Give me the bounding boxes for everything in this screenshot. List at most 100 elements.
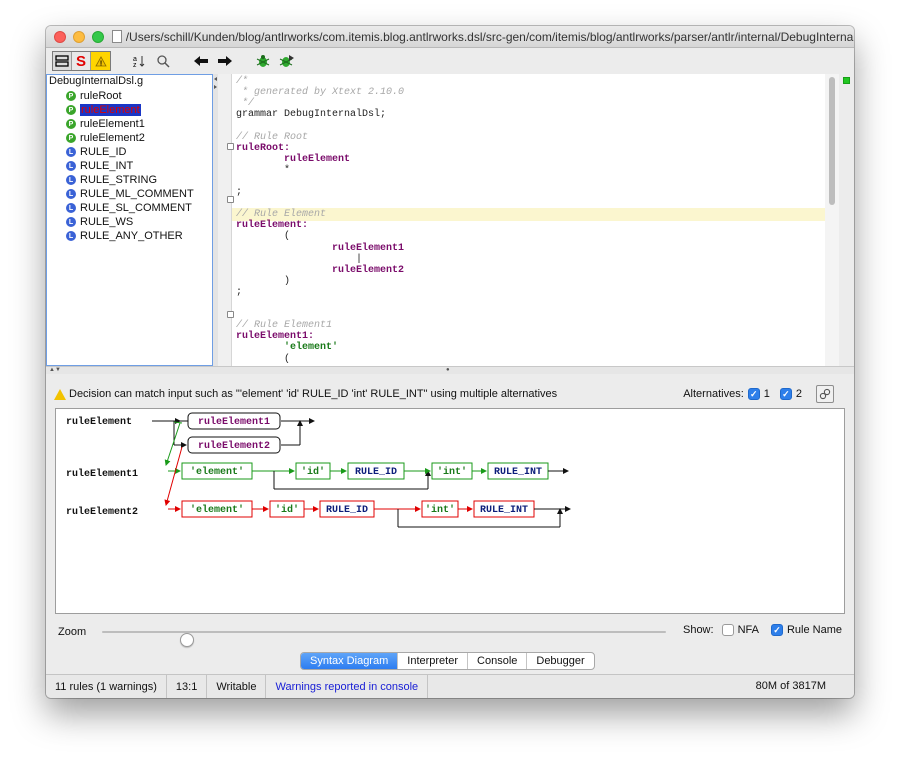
show-label: Show: xyxy=(682,624,714,636)
sort-glyph: a z xyxy=(133,56,145,68)
zoom-window-button[interactable] xyxy=(92,30,104,43)
editor-scrollbar-thumb[interactable] xyxy=(829,77,835,205)
alternative-1-checkbox[interactable]: ✓ xyxy=(747,388,760,400)
zoom-row: Zoom Show: NFA ✓ Rule Name xyxy=(58,622,842,647)
code-line: ruleRoot: xyxy=(236,142,291,154)
parser-rule-icon: P xyxy=(66,119,76,129)
code-line: ; xyxy=(236,286,243,298)
rule-name-checkbox[interactable]: ✓ xyxy=(770,624,783,636)
diagram-node-label: RULE_ID xyxy=(355,467,397,478)
tree-item-RULE_ML_COMMENT[interactable]: L RULE_ML_COMMENT xyxy=(66,187,194,201)
link-glyph xyxy=(819,388,831,400)
tab-syntax-diagram[interactable]: Syntax Diagram xyxy=(301,653,399,669)
tab-interpreter[interactable]: Interpreter xyxy=(398,653,469,669)
code-line: ( xyxy=(236,231,291,243)
splitter-up-down-icon: ▲▼ xyxy=(49,367,61,373)
diagram-node-label: ruleElement2 xyxy=(198,440,270,452)
tree-item-label: RULE_ML_COMMENT xyxy=(80,188,194,200)
tree-item-RULE_ANY_OTHER[interactable]: L RULE_ANY_OTHER xyxy=(66,229,183,243)
code-line: * xyxy=(236,164,291,176)
bug-glyph xyxy=(256,55,270,67)
code-line: 'element' xyxy=(236,342,339,354)
code-line: // Rule Root xyxy=(236,131,309,143)
alternative-2-checkbox[interactable]: ✓ xyxy=(779,388,792,400)
code-line: | xyxy=(236,253,363,265)
warning-icon xyxy=(54,388,66,400)
forward-arrow-icon[interactable] xyxy=(215,51,235,71)
document-icon xyxy=(112,30,122,43)
vertical-splitter[interactable] xyxy=(213,74,218,366)
diagram-node-ruleElement1[interactable] xyxy=(187,412,281,430)
nfa-checkbox[interactable] xyxy=(721,624,734,636)
code-line: // Rule Element xyxy=(236,209,327,221)
parser-rule-icon: P xyxy=(66,105,76,115)
code-line: ruleElement: xyxy=(236,220,309,232)
code-line: /* xyxy=(236,76,249,87)
fold-marker-icon[interactable] xyxy=(227,311,234,318)
lexer-rule-icon: L xyxy=(66,217,76,227)
warning-button[interactable]: ! xyxy=(91,52,110,70)
grammar-icon xyxy=(55,55,69,67)
horizontal-splitter[interactable]: ▲▼ ● xyxy=(46,366,854,374)
syntax-diagram-panel: Decision can match input such as "'eleme… xyxy=(46,374,854,650)
diagram-decision-edge-alt1 xyxy=(173,421,183,424)
grammar-editor[interactable]: /* * generated by Xtext 2.10.0 */grammar… xyxy=(232,74,825,366)
diagram-node-label: RULE_INT xyxy=(480,505,528,516)
debug-bug-icon[interactable] xyxy=(253,51,273,71)
diagram-row-label: ruleElement xyxy=(66,416,132,428)
status-write-mode: Writable xyxy=(207,674,267,698)
zoom-slider[interactable] xyxy=(102,631,666,647)
tree-item-label: RULE_ANY_OTHER xyxy=(80,230,183,242)
find-icon[interactable] xyxy=(153,51,173,71)
status-bar: 11 rules (1 warnings) 13:1 Writable Warn… xyxy=(46,674,854,698)
code-line: ruleElement1: xyxy=(236,331,315,343)
status-ok-marker xyxy=(843,77,850,84)
tree-item-RULE_INT[interactable]: L RULE_INT xyxy=(66,159,133,173)
app-window: /Users/schill/Kunden/blog/antlrworks/com… xyxy=(46,26,854,698)
tree-item-RULE_STRING[interactable]: L RULE_STRING xyxy=(66,173,157,187)
lexer-rule-icon: L xyxy=(66,147,76,157)
tree-item-RULE_SL_COMMENT[interactable]: L RULE_SL_COMMENT xyxy=(66,201,192,215)
minimize-window-button[interactable] xyxy=(73,30,85,43)
lexer-rule-icon: L xyxy=(66,203,76,213)
editor-status-strip xyxy=(839,74,854,366)
svg-text:z: z xyxy=(133,62,137,68)
diagram-node-ruleElement2[interactable] xyxy=(187,436,281,454)
code-line: // Rule Element1 xyxy=(236,320,333,332)
status-rule-count: 11 rules (1 warnings) xyxy=(46,674,167,698)
close-window-button[interactable] xyxy=(54,30,66,43)
editor-scrollbar[interactable] xyxy=(825,74,839,366)
tab-debugger[interactable]: Debugger xyxy=(536,655,585,667)
tree-item-RULE_ID[interactable]: L RULE_ID xyxy=(66,145,126,159)
alternatives-label: Alternatives: xyxy=(683,388,744,400)
tree-root-grammar[interactable]: DebugInternalDsl.g xyxy=(49,75,144,87)
link-icon[interactable] xyxy=(816,385,834,403)
alternatives-controls: Alternatives: ✓ 1 ✓ 2 xyxy=(683,385,834,403)
tree-item-label: ruleElement2 xyxy=(80,132,145,144)
tab-console[interactable]: Console xyxy=(468,653,528,669)
tree-item-label: ruleElement1 xyxy=(80,118,145,130)
fold-marker-icon[interactable] xyxy=(227,143,234,150)
back-arrow-icon[interactable] xyxy=(191,51,211,71)
code-line: */ xyxy=(236,98,255,110)
tree-item-ruleRoot[interactable]: P ruleRoot xyxy=(66,89,122,103)
parser-rule-icon: P xyxy=(66,133,76,143)
tree-item-RULE_WS[interactable]: L RULE_WS xyxy=(66,215,133,229)
tree-item-ruleElement2[interactable]: P ruleElement2 xyxy=(66,131,145,145)
fold-marker-icon[interactable] xyxy=(227,196,234,203)
decision-warning-bar: Decision can match input such as "'eleme… xyxy=(54,382,846,406)
code-line: ( xyxy=(236,353,291,365)
diagram-row-label: ruleElement1 xyxy=(66,468,138,480)
status-warnings-link[interactable]: Warnings reported in console xyxy=(266,674,429,698)
debug-run-icon[interactable] xyxy=(277,51,297,71)
zoom-slider-knob[interactable] xyxy=(179,633,194,647)
tree-item-label: RULE_ID xyxy=(80,146,127,158)
syntax-s-button[interactable]: S xyxy=(72,52,91,70)
syntax-diagram-canvas[interactable]: ruleElement ruleElement1 ruleElement2 ru… xyxy=(55,408,845,614)
code-line: ) xyxy=(236,275,291,287)
grammar-check-button[interactable] xyxy=(53,52,72,70)
diagram-node-label: RULE_INT xyxy=(494,467,542,478)
sort-icon[interactable]: a z xyxy=(129,51,149,71)
tree-item-ruleElement[interactable]: P ruleElement xyxy=(66,103,141,117)
tree-item-ruleElement1[interactable]: P ruleElement1 xyxy=(66,117,145,131)
